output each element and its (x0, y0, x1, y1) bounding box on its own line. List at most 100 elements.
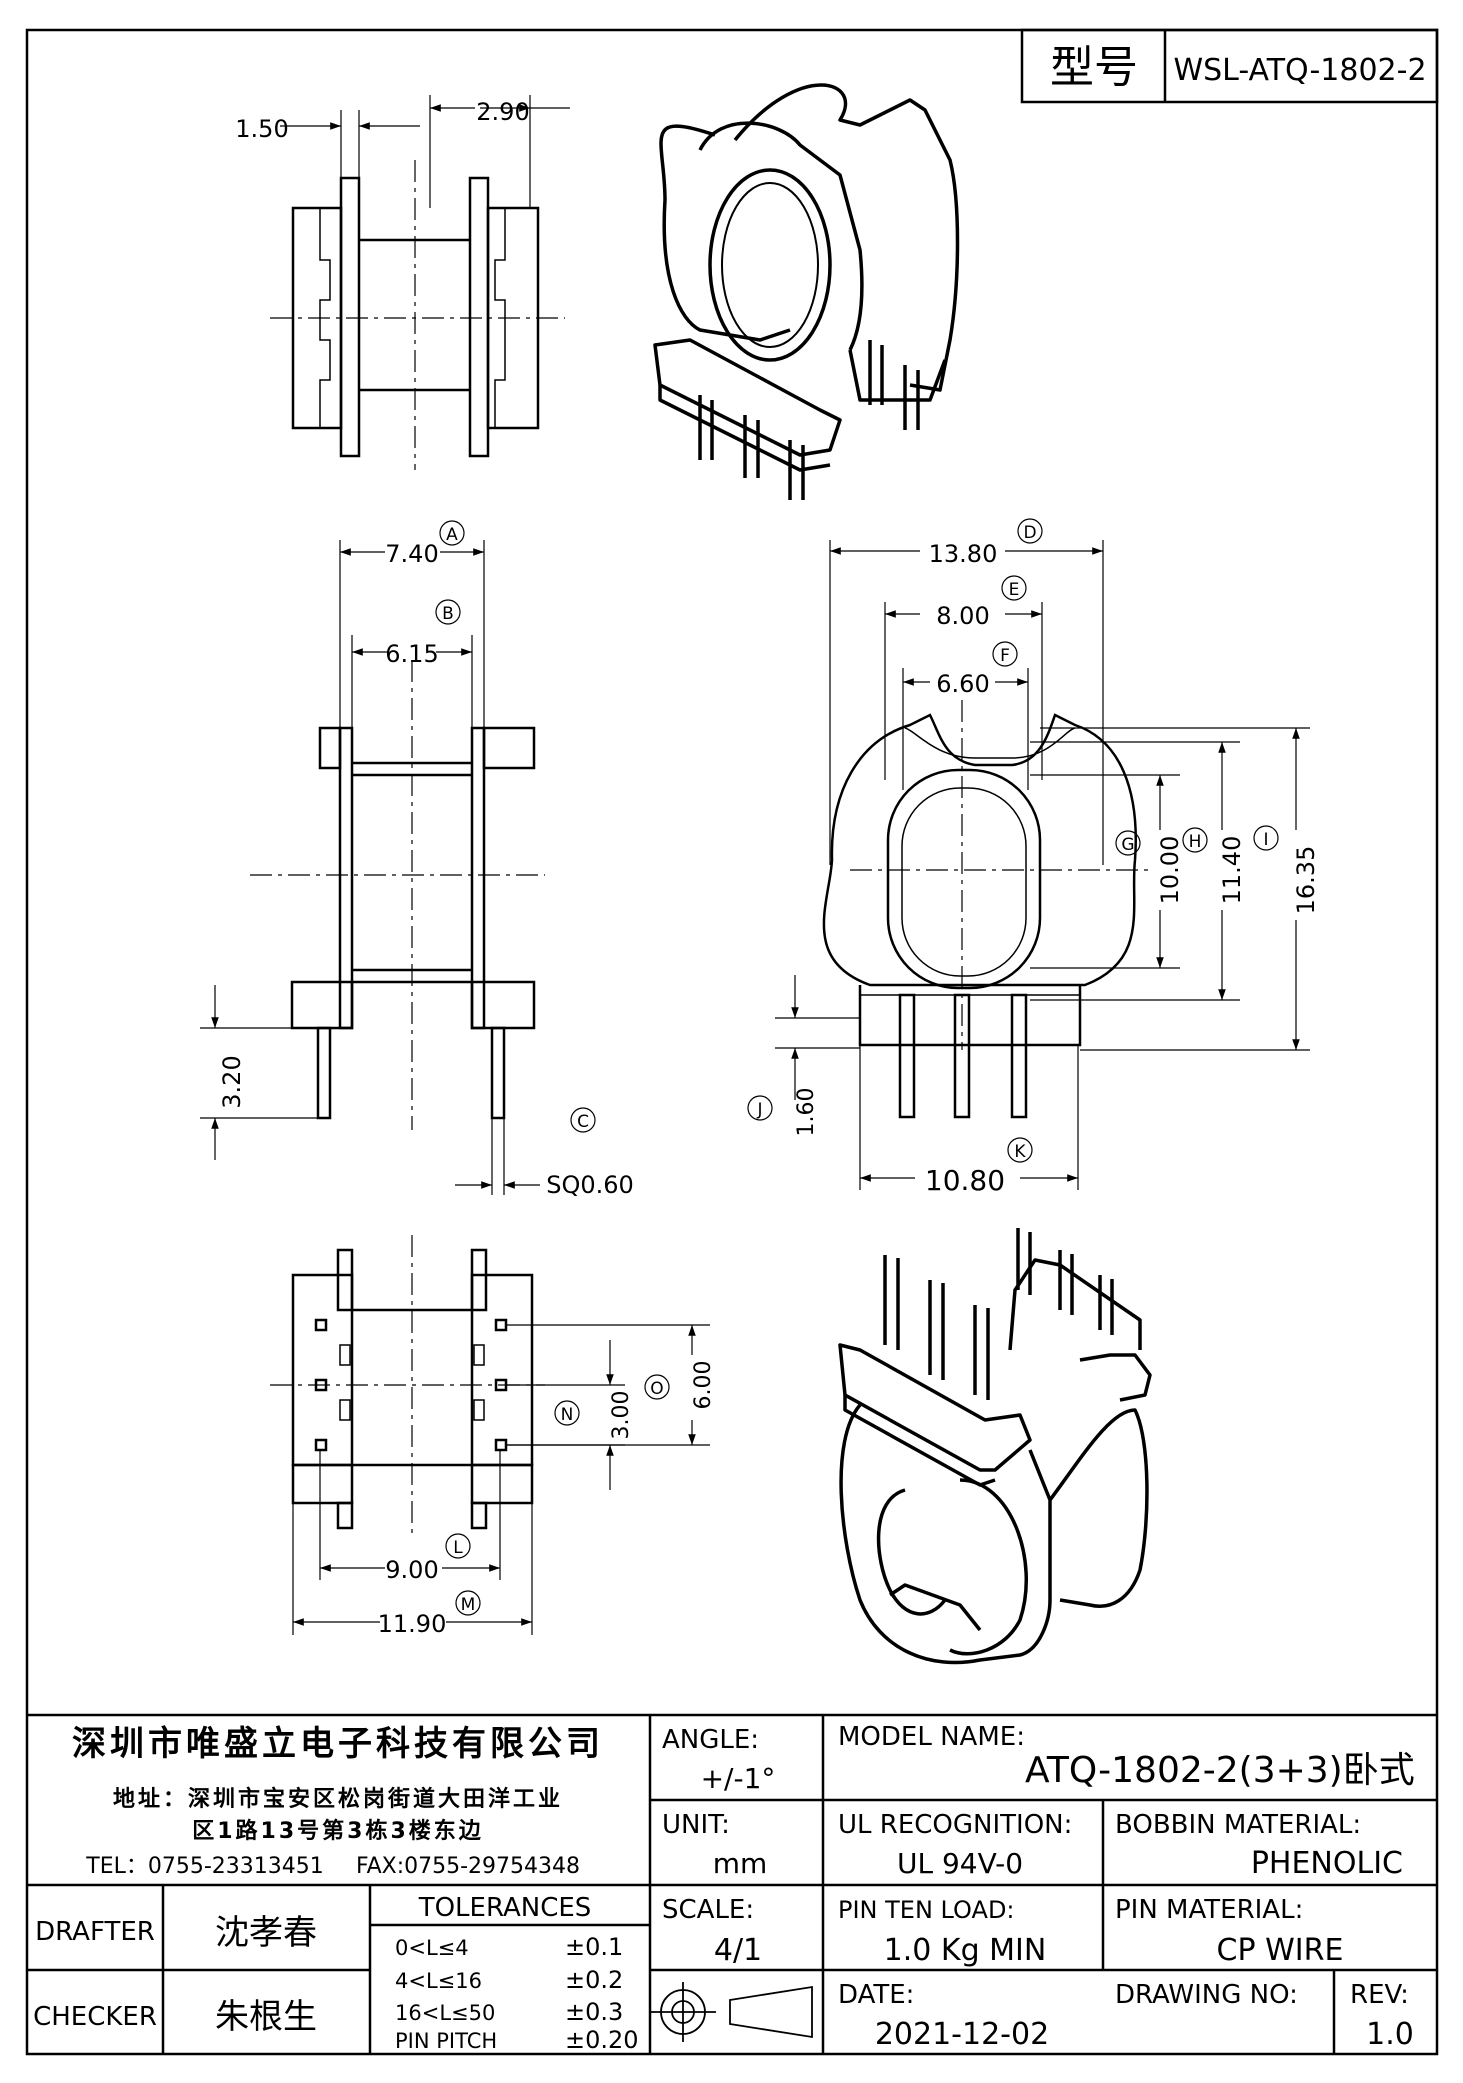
date-label: DATE: (838, 1980, 914, 2010)
dim-O (506, 1324, 710, 1446)
marker-B (435, 599, 461, 625)
marker-A-label: A (446, 525, 458, 545)
ul-recognition-label: UL RECOGNITION: (838, 1810, 1072, 1840)
dim-F (902, 668, 1029, 790)
marker-J-label: J (756, 1100, 762, 1120)
marker-E-label: E (1009, 580, 1020, 600)
dim-C-label: SQ0.60 (546, 1171, 634, 1199)
bottom-view (270, 1235, 545, 1535)
dim-K (859, 1045, 1079, 1190)
drawing-number-label: DRAWING NO: (1115, 1980, 1298, 2010)
title-block-grid (27, 1713, 1437, 2054)
marker-J (747, 1095, 773, 1121)
tolerance-range-3: 16<L≤50 (395, 2001, 495, 2025)
marker-M (455, 1590, 481, 1616)
scale-label: SCALE: (662, 1895, 754, 1925)
part-number-value: WSL-ATQ-1802-2 (1173, 53, 1426, 88)
pin-material-value: CP WIRE (1217, 1933, 1344, 1968)
marker-F-label: F (1000, 646, 1010, 666)
dim-I (1040, 727, 1310, 1051)
rev-label: REV: (1350, 1980, 1409, 2010)
dim-F-label: 6.60 (936, 670, 989, 698)
drafter-label: DRAFTER (35, 1917, 155, 1947)
marker-E (1001, 575, 1027, 601)
dim-A (339, 540, 485, 728)
tolerance-value-1: ±0.1 (565, 1933, 623, 1961)
dim-2-90-label: 2.90 (476, 98, 529, 126)
dim-H-label: 11.40 (1218, 836, 1246, 905)
tolerance-range-1: 0<L≤4 (395, 1936, 469, 1960)
dim-D-label: 13.80 (929, 540, 998, 568)
bobbin-material-label: BOBBIN MATERIAL: (1115, 1810, 1361, 1840)
marker-C-label: C (577, 1112, 589, 1132)
pin-ten-load-label: PIN TEN LOAD: (838, 1896, 1015, 1924)
marker-O-label: O (650, 1379, 663, 1399)
ul-recognition-value: UL 94V-0 (897, 1847, 1023, 1880)
marker-I (1253, 825, 1279, 851)
dim-N-label: 3.00 (609, 1391, 634, 1440)
address-line-2: 区1路13号第3栋3楼东边 (192, 1818, 484, 1844)
bobbin-material-value: PHENOLIC (1251, 1846, 1403, 1881)
dim-M (292, 1503, 533, 1635)
unit-value: mm (713, 1847, 768, 1880)
dim-B-label: 6.15 (385, 640, 438, 668)
dim-O-label: 6.00 (691, 1361, 716, 1410)
pin-ten-load-value: 1.0 Kg MIN (884, 1933, 1047, 1968)
dim-E-label: 8.00 (936, 602, 989, 630)
model-name-value: ATQ-1802-2(3+3)卧式 (1025, 1750, 1415, 1791)
dim-3-20-label: 3.20 (218, 1055, 246, 1108)
marker-N (554, 1400, 580, 1426)
marker-H (1182, 827, 1208, 853)
isometric-view-top (653, 83, 960, 500)
dim-1-50-label: 1.50 (235, 115, 288, 143)
scale-value: 4/1 (714, 1933, 762, 1968)
dim-G (1030, 774, 1180, 969)
angle-value: +/-1° (701, 1762, 776, 1795)
tolerance-value-4: ±0.20 (565, 2026, 639, 2054)
dim-G-label: 10.00 (1156, 836, 1184, 905)
tolerances-label: TOLERANCES (418, 1893, 592, 1923)
marker-C (570, 1107, 596, 1133)
pin-material-label: PIN MATERIAL: (1115, 1895, 1303, 1925)
dim-B (351, 635, 473, 728)
model-name-label: MODEL NAME: (838, 1722, 1025, 1752)
front-view (250, 660, 545, 1130)
part-number-label: 型号 (1050, 42, 1138, 93)
marker-L (445, 1533, 471, 1559)
marker-K (1007, 1137, 1033, 1163)
angle-label: ANGLE: (662, 1725, 759, 1755)
marker-N-label: N (561, 1405, 574, 1425)
checker-label: CHECKER (33, 2002, 157, 2032)
drafter-name: 沈孝春 (215, 1913, 317, 1953)
dim-2-90 (429, 95, 570, 208)
marker-A (439, 520, 465, 546)
company-fax: FAX:0755-29754348 (356, 1854, 580, 1879)
dim-1-50 (280, 110, 420, 178)
unit-label: UNIT: (662, 1810, 730, 1840)
dim-A-label: 7.40 (385, 540, 438, 568)
marker-O (644, 1374, 670, 1400)
dim-E (884, 602, 1043, 780)
marker-K-label: K (1014, 1142, 1026, 1162)
address-line-1: 地址：深圳市宝安区松岗街道大田洋工业 (113, 1786, 563, 1812)
dim-3-20 (200, 985, 318, 1160)
checker-name: 朱根生 (215, 1997, 317, 2037)
marker-M-label: M (461, 1595, 476, 1615)
dim-I-label: 16.35 (1292, 846, 1320, 915)
dim-J-label: 1.60 (794, 1088, 819, 1137)
sheet-border (25, 28, 1439, 2056)
isometric-view-bottom (838, 1228, 1152, 1665)
marker-F (992, 641, 1018, 667)
marker-B-label: B (442, 604, 454, 624)
end-view (822, 700, 1150, 1119)
tolerance-range-4: PIN PITCH (395, 2029, 497, 2053)
marker-G-label: G (1121, 835, 1134, 855)
dim-L-label: 9.00 (385, 1556, 438, 1584)
part-number-box: 型号 WSL-ATQ-1802-2 (1020, 28, 1439, 104)
marker-H-label: H (1189, 832, 1202, 852)
tolerance-value-2: ±0.2 (565, 1966, 623, 1994)
tolerance-range-2: 4<L≤16 (395, 1969, 482, 1993)
marker-D-label: D (1023, 523, 1036, 543)
dim-D (829, 540, 1104, 865)
